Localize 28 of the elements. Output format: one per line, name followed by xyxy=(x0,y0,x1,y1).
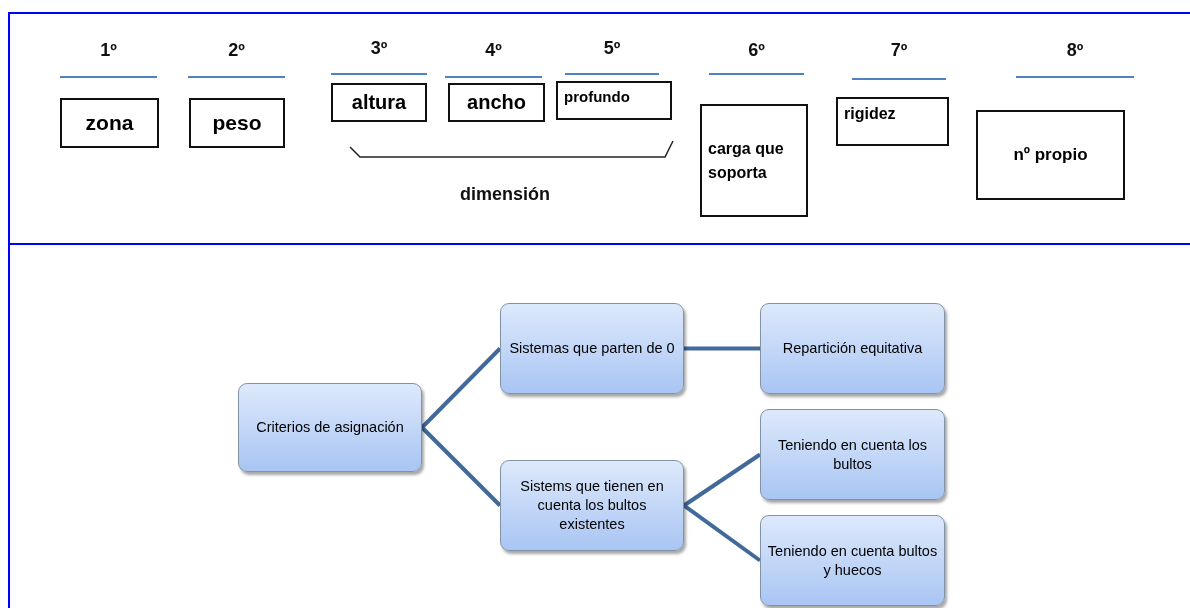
attribute-box: altura xyxy=(331,83,427,122)
connector-line xyxy=(682,452,762,508)
process-box: Sistems que tienen en cuenta los bultos existentes xyxy=(500,460,684,551)
connector-line xyxy=(420,347,502,429)
connector-line xyxy=(684,346,760,351)
process-box: Teniendo en cuenta bultos y huecos xyxy=(760,515,945,606)
connector-line xyxy=(682,503,762,563)
process-box: Repartición equitativa xyxy=(760,303,945,394)
attribute-box: nº propio xyxy=(976,110,1125,200)
position-number: 7º xyxy=(889,40,909,61)
position-number: 2º xyxy=(227,40,246,61)
attribute-box: carga que soporta xyxy=(700,104,808,217)
position-number: 1º xyxy=(99,40,118,61)
position-number: 6º xyxy=(747,40,766,61)
connector-line xyxy=(420,426,502,507)
process-box: Teniendo en cuenta los bultos xyxy=(760,409,945,500)
position-number: 8º xyxy=(1065,40,1085,61)
process-box: Sistemas que parten de 0 xyxy=(500,303,684,394)
attribute-box: rigidez xyxy=(836,97,949,146)
position-number: 5º xyxy=(602,38,622,59)
attribute-box: profundo xyxy=(556,81,672,120)
position-number: 3º xyxy=(369,38,389,59)
attribute-box: peso xyxy=(189,98,285,148)
attribute-box: ancho xyxy=(448,83,545,122)
attribute-box: zona xyxy=(60,98,159,148)
position-number: 4º xyxy=(484,40,503,61)
group-label: dimensión xyxy=(459,184,551,205)
process-box: Criterios de asignación xyxy=(238,383,422,472)
